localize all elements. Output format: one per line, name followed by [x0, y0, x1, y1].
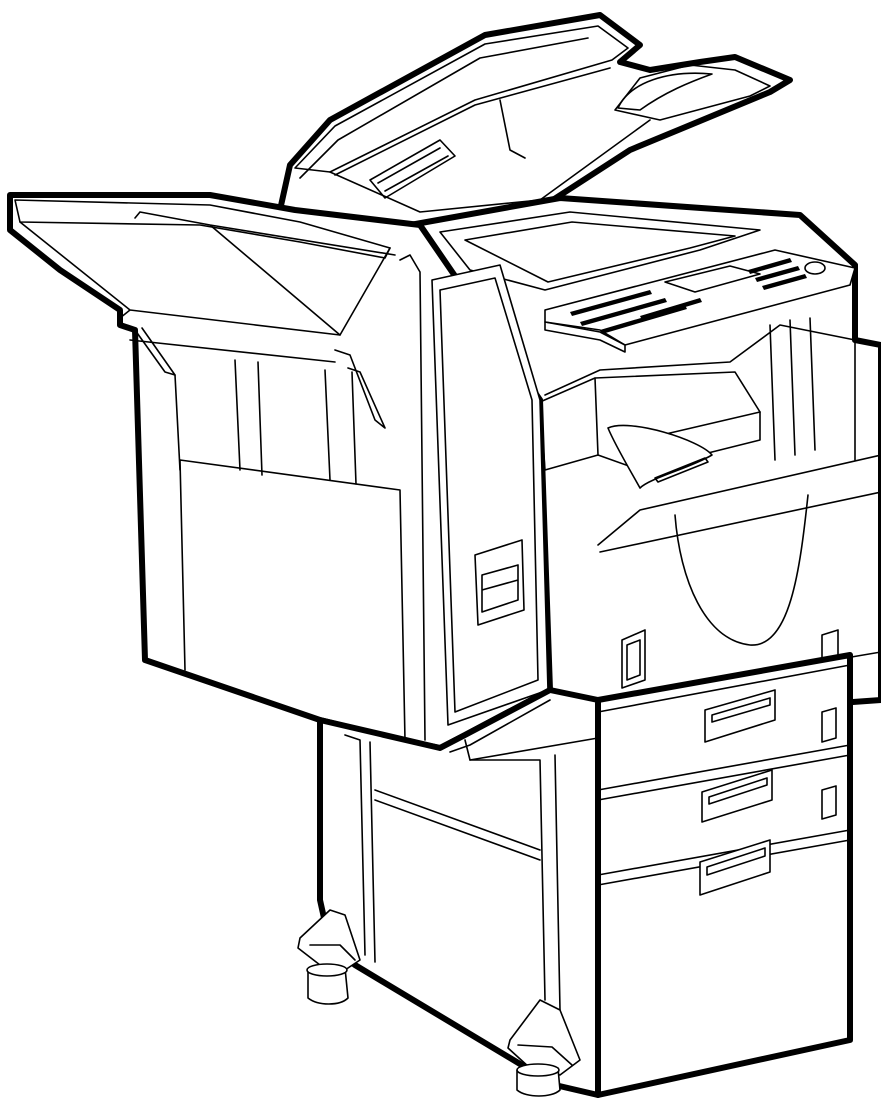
finisher-lower-panel — [179, 459, 406, 741]
panel-keypad-lines — [748, 258, 807, 290]
front-cover-curve — [674, 494, 809, 646]
feeder-input-tray — [614, 64, 771, 121]
front-cover-top-edge — [597, 454, 881, 553]
right-foot-pad-top — [516, 1063, 560, 1077]
output-bay-top — [544, 324, 856, 396]
finisher-tray-support-left — [134, 327, 176, 376]
panel-display — [664, 265, 761, 293]
finisher-door-inner — [439, 277, 539, 713]
finisher-door-handle — [474, 539, 525, 626]
tray-3-handle-inner — [706, 847, 766, 876]
stand-cabinet — [297, 687, 601, 1098]
feeder-tray-curve — [617, 72, 713, 111]
panel-key-row-4 — [640, 298, 702, 320]
tray-2-handle — [701, 769, 773, 823]
finisher-tray-fold — [134, 211, 396, 336]
tray-1-indicator — [821, 707, 837, 743]
front-cover-latch — [621, 629, 646, 689]
paper-trays — [595, 652, 853, 1098]
tray-1-handle-inner — [711, 697, 771, 723]
panel-key-row-2 — [580, 298, 667, 326]
document-feeder — [277, 12, 793, 228]
operation-panel — [544, 249, 856, 353]
feeder-handle-inner — [377, 147, 449, 192]
feeder-top-cover — [294, 25, 629, 173]
left-foot-pad-top — [306, 963, 348, 977]
feeder-handle — [369, 139, 456, 199]
tray-2-indicator — [821, 785, 837, 820]
left-foot-bracket-inner — [309, 944, 356, 961]
cabinet-inner-lines — [449, 699, 599, 761]
feeder-hinge-line — [329, 99, 651, 213]
finisher-upper-body-edge — [129, 339, 357, 485]
cabinet-side-panel — [344, 734, 541, 963]
body-right-vertical-edges — [769, 317, 856, 461]
front-cover-latch-inner — [626, 639, 641, 681]
feeder-lid-outline — [277, 12, 793, 228]
finisher-unit — [7, 192, 553, 751]
output-tray-grip — [607, 424, 713, 489]
finisher-front-door-left-edge — [399, 254, 426, 741]
left-foot-pad — [307, 967, 349, 1005]
tray-2-handle-inner — [708, 777, 768, 805]
finisher-tray-surface — [19, 221, 391, 336]
tray-1-handle — [704, 689, 776, 743]
finisher-tray-support-right — [334, 349, 386, 429]
tray-2-front — [597, 754, 851, 876]
finisher-door-handle-inner — [481, 564, 519, 613]
tray-3-handle — [699, 839, 771, 896]
exposure-glass-inner — [464, 221, 736, 283]
main-body-front — [539, 317, 881, 701]
tray-1-front — [597, 664, 851, 791]
exposure-glass — [439, 211, 761, 291]
panel-key-row-1 — [570, 290, 652, 316]
right-foot-bracket-inner — [517, 1044, 573, 1066]
feeder-cover-inner-edge — [299, 37, 611, 179]
output-tray-grip-slot — [654, 457, 709, 483]
panel-power-button — [804, 261, 826, 275]
panel-front-edge — [544, 321, 626, 353]
